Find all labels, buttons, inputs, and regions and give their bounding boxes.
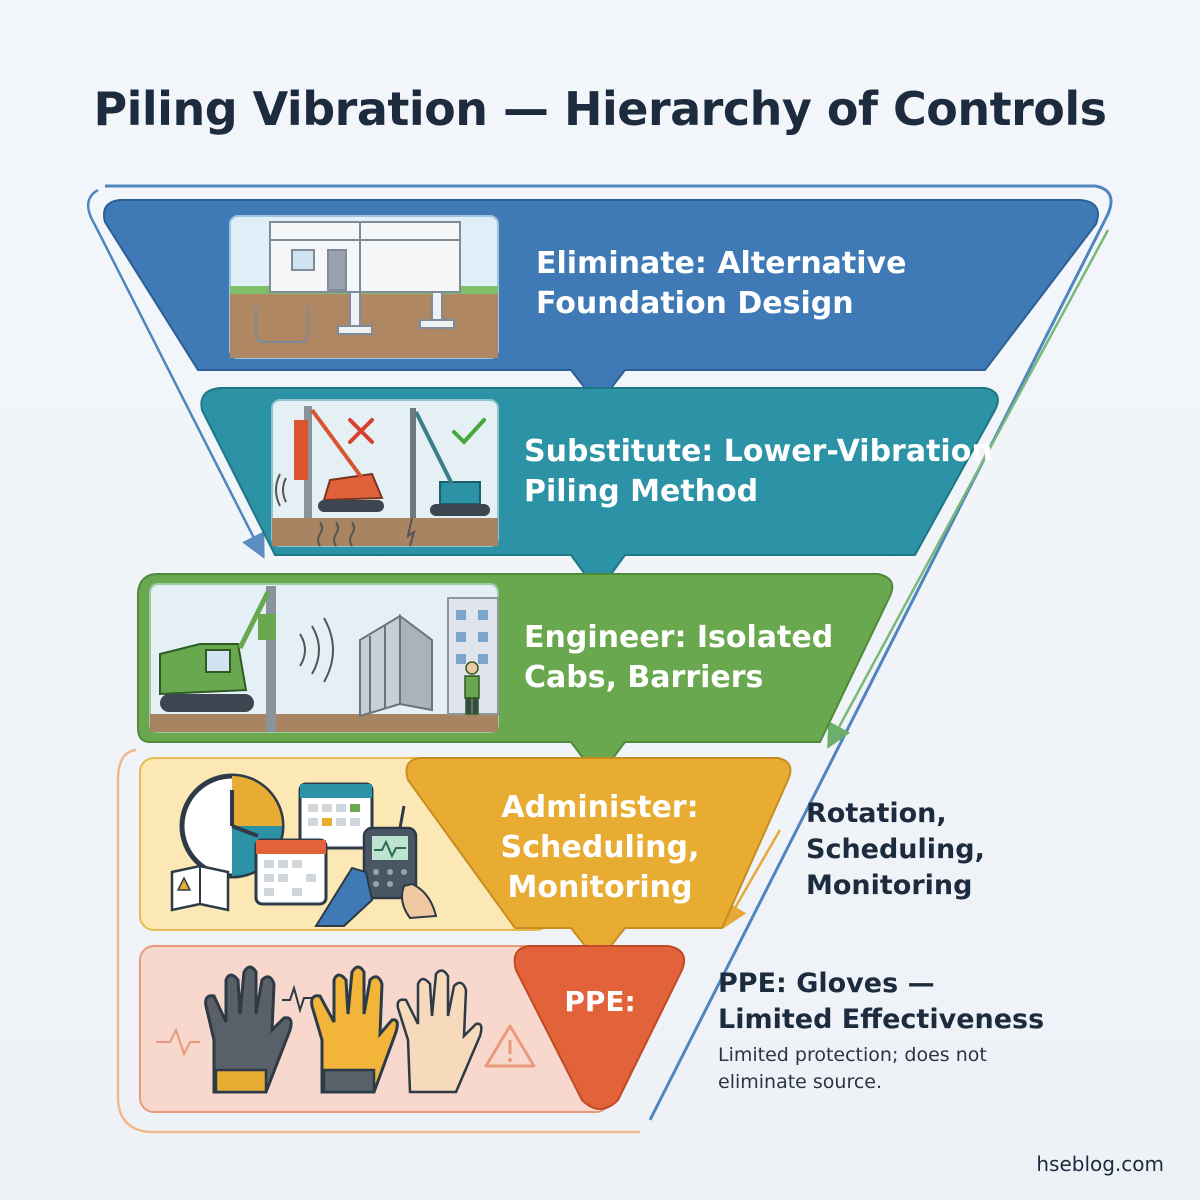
cross-icon bbox=[348, 418, 374, 444]
piling-rig-icon bbox=[159, 586, 276, 732]
piling-rig-illustration bbox=[271, 399, 499, 547]
glove-icon bbox=[204, 965, 293, 1094]
administer-label: Administer: Scheduling, Monitoring bbox=[500, 790, 700, 905]
barrier-icon bbox=[359, 614, 433, 718]
funnel-outline-left bbox=[87, 188, 265, 559]
page-title: Piling Vibration — Hierarchy of Controls bbox=[93, 82, 1107, 136]
vibration-meter-icon bbox=[314, 805, 438, 927]
piling-rig-icon bbox=[294, 406, 384, 518]
engineer-label: Engineer: Isolated Cabs, Barriers bbox=[524, 620, 834, 695]
funnel-outline bbox=[105, 184, 1113, 1121]
administer-side-text: Rotation, Scheduling, Monitoring bbox=[806, 798, 985, 901]
side-arrow-right bbox=[827, 229, 1110, 749]
foundation-illustration bbox=[229, 215, 499, 359]
substitute-label: Substitute: Lower-Vibration Piling Metho… bbox=[524, 434, 993, 509]
calendar-icon bbox=[298, 782, 374, 850]
ppe-note: Limited protection; does not eliminate s… bbox=[718, 1044, 987, 1093]
manual-icon bbox=[170, 864, 230, 912]
piling-rig-icon bbox=[406, 408, 490, 547]
hand-icon bbox=[396, 969, 483, 1094]
bottom-bracket bbox=[116, 748, 640, 1134]
building-foundation-icon bbox=[255, 221, 461, 343]
ppe-illustration bbox=[156, 965, 536, 1094]
ppe-side-text: PPE: Gloves — Limited Effectiveness bbox=[718, 968, 1045, 1035]
eliminate-label: Eliminate: Alternative Foundation Design bbox=[536, 246, 907, 321]
side-arrow-admin bbox=[722, 829, 782, 929]
administer-illustration bbox=[170, 773, 438, 927]
site-credit: hseblog.com bbox=[1036, 1152, 1164, 1176]
calendar-icon bbox=[254, 838, 328, 906]
worker-figure bbox=[464, 661, 480, 715]
vibration-waves bbox=[275, 473, 355, 547]
check-icon bbox=[452, 418, 486, 445]
warning-icon bbox=[484, 1024, 536, 1068]
ppe-label: PPE: bbox=[564, 985, 636, 1018]
glove-icon bbox=[310, 965, 399, 1094]
level-ppe-band bbox=[513, 945, 686, 1110]
barrier-illustration bbox=[149, 583, 499, 733]
